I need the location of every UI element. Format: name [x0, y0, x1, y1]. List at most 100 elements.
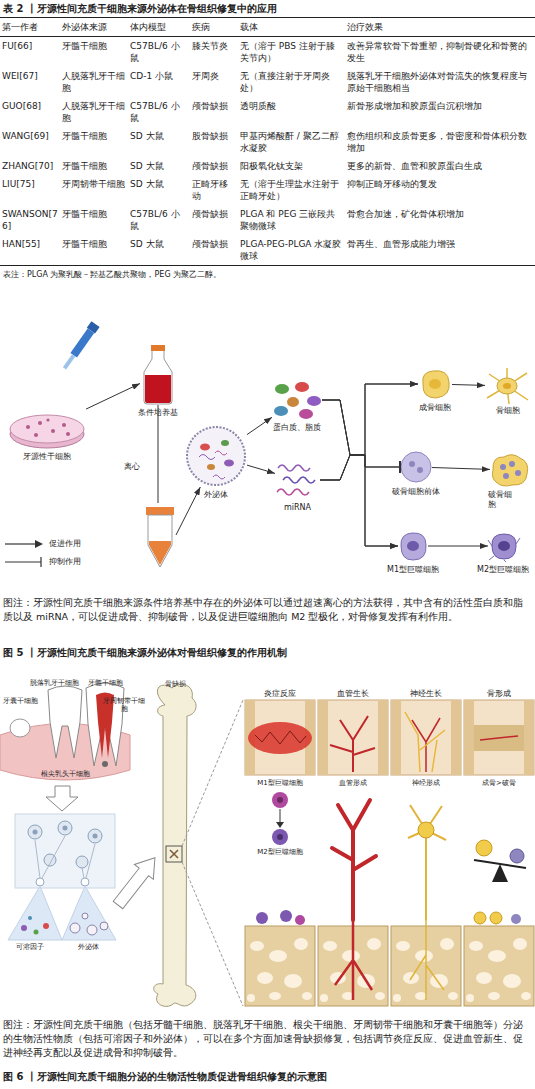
table-cell: 无（溶于 PBS 注射于膝关节内） — [238, 37, 345, 68]
decor-circle — [36, 878, 44, 886]
decor-path — [5, 543, 36, 544]
table-cell: 牙髓干细胞 — [60, 157, 128, 175]
table-row: FU[66]牙髓干细胞C57BL/6 小鼠膝关节炎无（溶于 PBS 注射于膝关节… — [0, 37, 535, 68]
decor-polygon — [8, 886, 62, 940]
culture-dish-shape — [8, 405, 86, 450]
decor-circle — [88, 829, 102, 843]
inhibit-connector — [320, 455, 400, 480]
node-label: 成骨细胞 — [405, 403, 465, 413]
decor-circle — [409, 461, 415, 467]
m1-macrophage: M1型巨噬细胞 — [398, 530, 428, 562]
figure-label: 血管生长 — [318, 689, 388, 698]
decor-rect — [474, 725, 524, 751]
table-cell: 骨愈合加速，矿化骨体积增加 — [345, 205, 535, 235]
table-cell: ZHANG[70] — [0, 157, 60, 175]
osteoclast-cell: 破骨细胞 — [490, 452, 530, 488]
table-row: WEI[67]人脱落乳牙干细胞CD-1 小鼠牙周炎无（直接注射于牙周炎处）脱落乳… — [0, 67, 535, 97]
arrow-connector — [452, 384, 485, 386]
arrow-connector — [86, 384, 140, 410]
figure-label: 脱落乳牙干细胞 — [28, 679, 80, 687]
figure-caption: 图 6 丨牙源性间充质干细胞分泌的生物活性物质促进骨组织修复的示意图 — [3, 1070, 532, 1083]
decor-path — [154, 684, 196, 1006]
decor-g — [109, 850, 165, 912]
decor-path — [48, 686, 82, 758]
node-label: M1型巨噬细胞 — [381, 565, 445, 575]
decor-circle — [38, 421, 42, 425]
arrow-connector — [320, 455, 398, 546]
decor-ellipse — [407, 541, 419, 551]
header-cell: 体内模型 — [128, 18, 190, 37]
table-cell: 更多的新骨、血管和胶原蛋白生成 — [345, 157, 535, 175]
decor-ellipse — [221, 440, 229, 446]
table-title: 表 2 丨牙源性间充质干细胞来源外泌体在骨组织修复中的应用 — [3, 2, 532, 15]
decor-path — [278, 465, 310, 471]
decor-ellipse — [207, 464, 215, 470]
decor-circle — [82, 913, 88, 919]
decor-circle — [295, 915, 305, 925]
figure-label: 炎症反应 — [245, 689, 315, 698]
osteoclast-cell-shape — [490, 452, 530, 488]
table-cell: LIU[75] — [0, 175, 60, 205]
decor-rect — [63, 354, 75, 369]
decor-circle — [33, 830, 38, 835]
protein-cluster: 蛋白质、脂质 — [272, 380, 322, 420]
table-cell: SWANSON[76] — [0, 205, 60, 235]
m1-macrophage-shape — [398, 530, 428, 562]
decor-circle — [272, 792, 288, 808]
figure-label: M1型巨噬细胞 — [245, 779, 315, 788]
decor-circle — [418, 822, 434, 838]
table-row: GUO[68]人脱落乳牙干细胞C57BL/6 小鼠颅骨缺损透明质酸新骨形成增加和… — [0, 97, 535, 127]
decor-circle — [256, 912, 268, 924]
decor-path — [492, 534, 516, 559]
decor-ellipse — [498, 541, 510, 551]
table-row: LIU[75]牙周韧带干细胞SD 大鼠正畸牙移动无（溶于生理盐水注射于正畸牙处）… — [0, 175, 535, 205]
decor-path — [405, 712, 445, 772]
decor-circle — [510, 849, 524, 863]
decor-ellipse — [275, 384, 289, 394]
table-row: SWANSON[76]牙髓干细胞C57BL/6 小鼠颅骨缺损PLGA 和 PEG… — [0, 205, 535, 235]
decor-circle — [28, 916, 32, 920]
decor-circle — [511, 914, 521, 924]
node-label: 破骨细胞 — [488, 490, 514, 510]
edge-label: 离心 — [124, 462, 140, 472]
figure-label: 外泌体 — [66, 943, 110, 952]
table-cell: 人脱落乳牙干细胞 — [60, 67, 128, 97]
header-cell: 疾病 — [190, 18, 238, 37]
decor-path — [410, 920, 444, 1000]
decor-ellipse — [299, 409, 313, 419]
inhibit-connector — [322, 400, 400, 467]
decor-ellipse — [503, 383, 511, 389]
decor-ellipse — [274, 406, 288, 416]
decor-circle — [272, 829, 288, 845]
decor-ellipse — [10, 415, 84, 443]
table-cell: 牙髓干细胞 — [60, 235, 128, 266]
arrow-connector — [247, 465, 275, 473]
decor-circle — [34, 930, 39, 935]
decor-path — [144, 349, 172, 404]
decor-path — [487, 368, 528, 404]
table-column — [60, 18, 128, 266]
decor-path — [86, 683, 124, 766]
node-label: 蛋白质、脂质 — [257, 423, 337, 433]
figure-label: 牙周韧带干细胞 — [100, 697, 148, 713]
figure-label: 血管形成 — [318, 779, 388, 788]
decor-circle — [66, 432, 70, 436]
decor-path — [283, 477, 315, 483]
node-label: 骨细胞 — [485, 406, 530, 416]
decor-circle — [43, 923, 49, 929]
table-cell: HAN[55] — [0, 235, 60, 266]
table-cell: C57BL/6 小鼠 — [128, 37, 190, 68]
decor-path — [148, 515, 172, 567]
figure-label: 牙囊干细胞 — [0, 697, 40, 705]
header-row: 第一作者外泌体来源体内模型疾病载体治疗效果 — [0, 18, 535, 37]
table-cell: PLGA-PEG-PLGA 水凝胶微球 — [238, 235, 345, 266]
legend-swatch — [3, 538, 45, 550]
decor-rect — [146, 507, 174, 515]
figure-label: 神经形成 — [391, 779, 461, 788]
table-column — [190, 18, 238, 266]
decor-ellipse — [200, 444, 210, 451]
data-table: 第一作者外泌体来源体内模型疾病载体治疗效果FU[66]牙髓干细胞C57BL/6 … — [0, 17, 535, 266]
decor-circle — [277, 834, 283, 840]
decor-ellipse — [295, 382, 309, 392]
legend-swatch — [3, 556, 45, 568]
